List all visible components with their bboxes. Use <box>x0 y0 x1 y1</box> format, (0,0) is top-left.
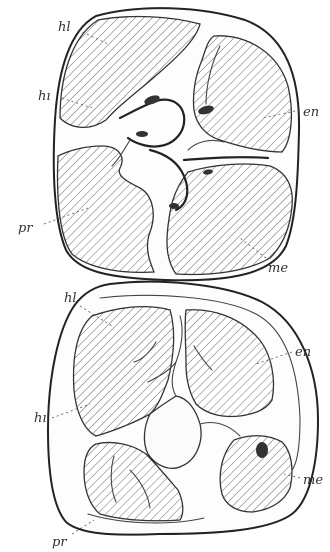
upper-tooth: hl hı en pr me <box>18 8 319 280</box>
lower-tooth: hl hı en pr me <box>34 282 323 550</box>
lower-label-en: en <box>295 345 311 360</box>
upper-pit-5 <box>169 203 179 209</box>
upper-label-me: me <box>268 261 288 276</box>
upper-label-hl: hl <box>58 20 71 35</box>
upper-label-hi: hı <box>38 89 51 104</box>
lower-label-hi: hı <box>34 411 47 426</box>
lower-label-pr: pr <box>52 535 67 550</box>
lower-label-me: me <box>303 473 323 488</box>
lower-pit <box>256 442 268 458</box>
upper-pit-3 <box>136 131 148 137</box>
lower-label-hl: hl <box>64 291 77 306</box>
lower-me-cusp <box>220 436 292 512</box>
upper-label-pr: pr <box>18 221 33 236</box>
upper-label-en: en <box>303 105 319 120</box>
